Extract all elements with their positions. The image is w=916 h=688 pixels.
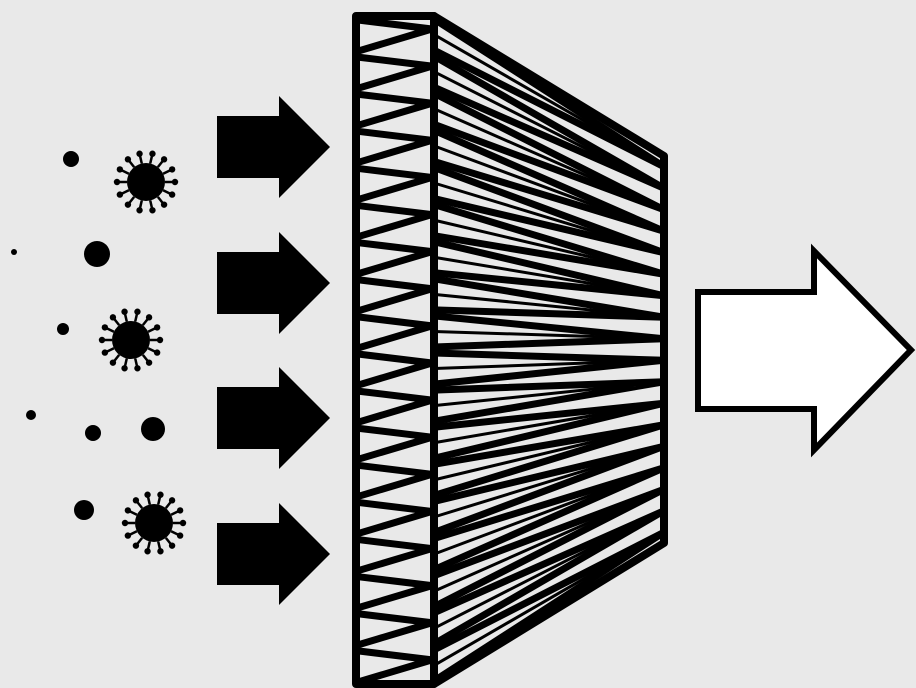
dust-particle <box>11 249 17 255</box>
face-pleat-ridge <box>433 329 665 341</box>
incoming-arrows <box>217 96 330 605</box>
incoming-arrow-icon <box>217 503 330 605</box>
incoming-arrow-icon <box>217 232 330 334</box>
face-pleat-ridge <box>433 423 665 482</box>
incoming-viruses <box>98 150 187 555</box>
dust-particle <box>26 410 36 420</box>
face-pleat-ridge <box>433 380 665 408</box>
virus-icon <box>121 491 187 555</box>
face-pleat-ridge <box>433 255 665 298</box>
incoming-arrow-icon <box>217 367 330 469</box>
dust-particle <box>85 425 101 441</box>
dust-particle <box>63 151 79 167</box>
face-pleat-ridge <box>433 292 665 319</box>
face-pleat-ridge <box>433 444 665 519</box>
virus-icon <box>113 150 179 214</box>
face-pleat-ridge <box>433 509 665 630</box>
dust-particle <box>57 323 69 335</box>
face-pleat-ridge <box>433 144 665 233</box>
face-pleat-ridge <box>433 401 665 445</box>
face-pleat-ridge <box>433 487 665 593</box>
clean-air-arrow-icon <box>695 243 916 458</box>
face-pleat-ridge <box>433 181 665 255</box>
face-pleat-ridge <box>433 358 665 371</box>
face-pleat-ridge <box>433 33 665 169</box>
dust-particle <box>141 417 165 441</box>
incoming-particles <box>11 151 165 520</box>
face-pleat-ridge <box>433 466 665 556</box>
face-pleat-ridge <box>433 70 665 190</box>
pleated-filter <box>352 12 668 688</box>
face-pleat-ridge <box>433 218 665 276</box>
incoming-arrow-icon <box>217 96 330 198</box>
face-pleat-ridge <box>433 107 665 212</box>
virus-icon <box>98 308 164 372</box>
dust-particle <box>74 500 94 520</box>
dust-particle <box>84 241 110 267</box>
face-pleat-ridge <box>433 530 665 667</box>
filter-face-frame <box>430 12 668 688</box>
